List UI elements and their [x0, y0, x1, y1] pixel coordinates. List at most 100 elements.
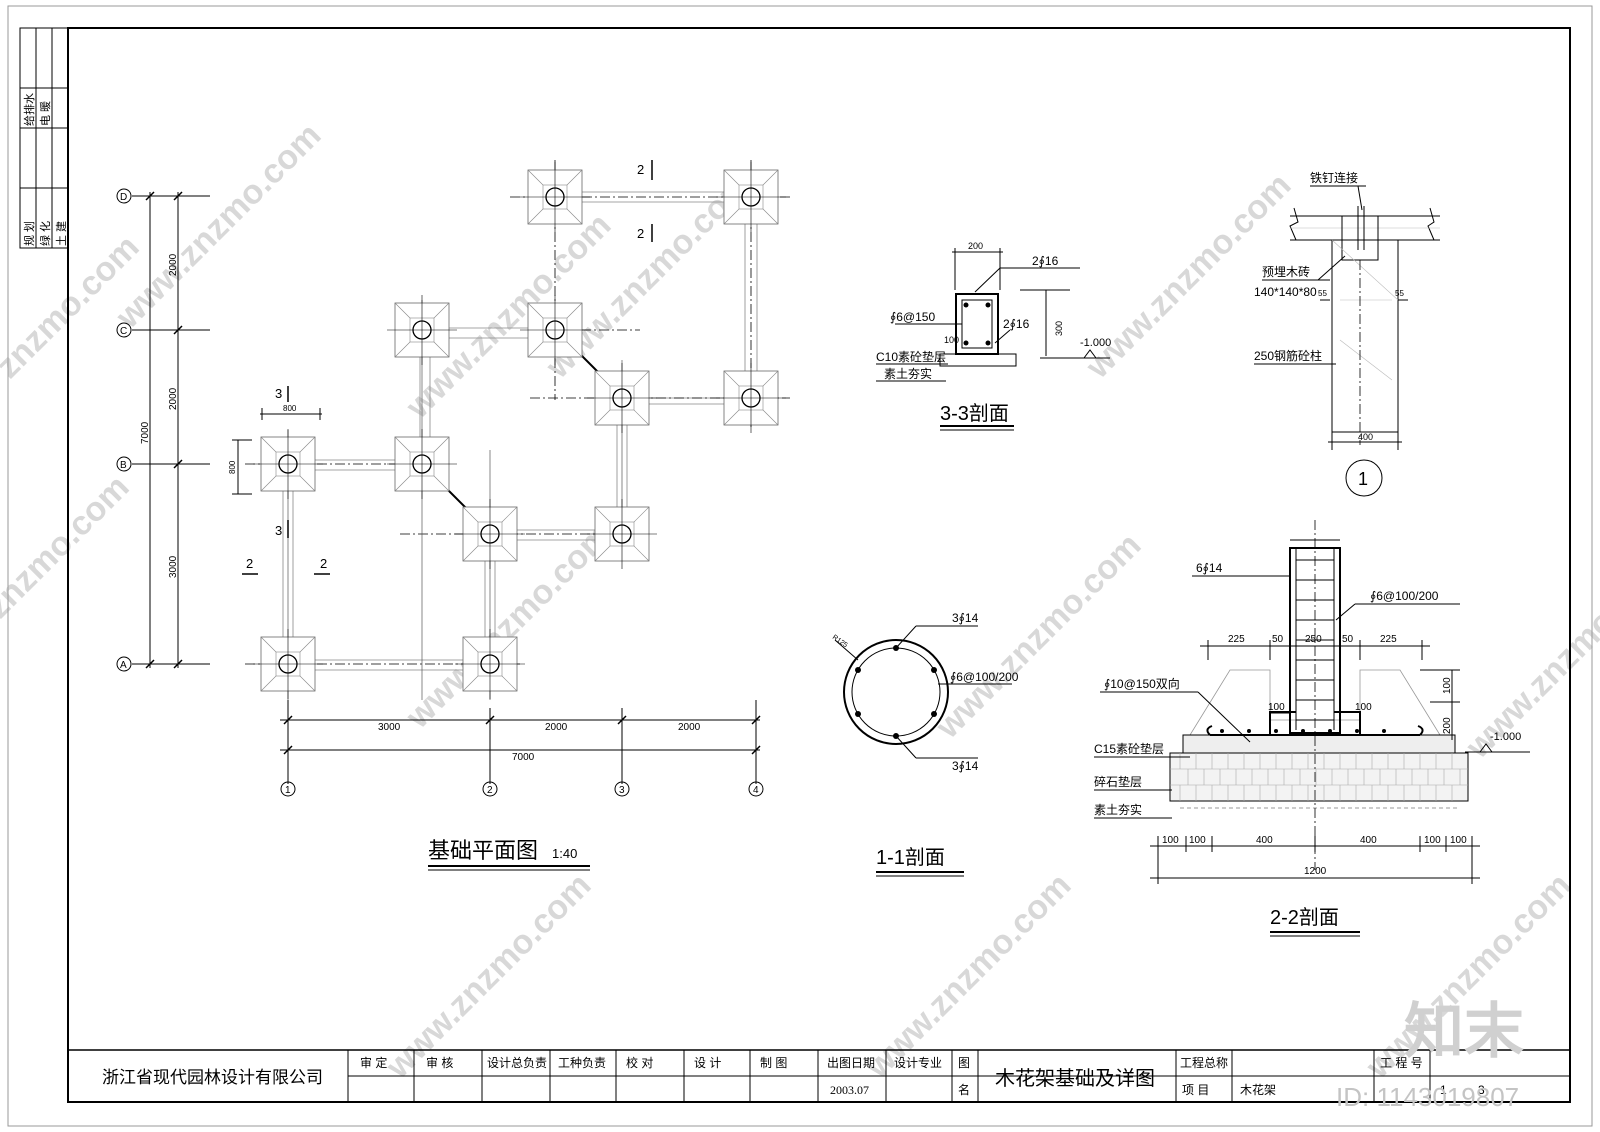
dim-text: 7000	[140, 421, 151, 444]
dim-text: 100	[1442, 677, 1453, 694]
section-title: 1-1剖面	[876, 846, 945, 869]
role-label: 设 计	[694, 1056, 721, 1070]
dim-text: 2000	[678, 722, 701, 733]
footing-pad	[455, 629, 525, 699]
layer-label: 素土夯实	[884, 366, 932, 381]
stirrup-label: ∮6@150	[890, 310, 935, 324]
stirrup-label: ∮6@100/200	[950, 670, 1019, 684]
project-total-label: 工程总称	[1180, 1055, 1228, 1070]
callout-label: 140*140*80	[1254, 285, 1317, 299]
title-block: 浙江省现代园林设计有限公司 审 定 审 核 设计总负责 工种负责 校 对 设 计…	[68, 1049, 1570, 1102]
dim-text: 400	[1256, 835, 1273, 846]
dim-text: 2000	[545, 722, 568, 733]
footing-pad	[716, 363, 786, 433]
layer-label: C15素砼垫层	[1094, 741, 1164, 756]
dim-text: 100	[1450, 835, 1467, 846]
pad-height: 800	[228, 460, 237, 474]
dim-text: 100	[1268, 702, 1285, 713]
axis-label-col: 4	[753, 785, 759, 796]
spec-label: 设计专业	[894, 1055, 942, 1070]
role-label: 审 核	[426, 1055, 453, 1070]
section-mark: 2	[246, 556, 253, 571]
dim-text: 225	[1380, 634, 1397, 645]
plan-title: 基础平面图	[428, 838, 538, 863]
callout-label: 250钢筋砼柱	[1254, 348, 1322, 363]
dim-text: 55	[1318, 289, 1327, 298]
section-title: 3-3剖面	[940, 402, 1009, 425]
detail-number: 1	[1358, 469, 1368, 489]
footing-pad	[587, 363, 657, 433]
sheet-number: 1	[1440, 1083, 1447, 1097]
dim-text: 2000	[168, 253, 179, 276]
pad-width: 800	[283, 404, 297, 413]
rebar-label: 6∮14	[1196, 561, 1223, 575]
dim-text: 100	[1189, 835, 1206, 846]
axis-label-row: A	[120, 660, 127, 671]
dim-text: 100	[1162, 835, 1179, 846]
dim-text: 200	[968, 241, 983, 251]
dim-text: 3000	[168, 555, 179, 578]
side-label: 规 划	[22, 221, 36, 246]
footing-pad	[455, 499, 525, 569]
section-2-2: 6∮14 ∮6@100/200 ∮10@150双向 225 50 250 50 …	[1094, 520, 1530, 937]
level-mark: -1.000	[1080, 337, 1111, 349]
side-label: 给排水	[22, 93, 36, 126]
drawing-frame	[67, 27, 1571, 1103]
dim-text: 2000	[168, 387, 179, 410]
watermark-text: www.znzmo.com	[928, 526, 1148, 746]
dim-text: 400	[1360, 835, 1377, 846]
sheet-border	[7, 5, 1593, 1127]
callout-label: 铁钉连接	[1310, 170, 1358, 185]
footing-pad	[253, 429, 323, 499]
section-mark: 3	[275, 523, 282, 538]
section-mark: 2	[637, 226, 644, 241]
side-label: 电 暖	[39, 101, 52, 126]
footing-pad	[253, 629, 323, 699]
dim-text: 300	[1054, 321, 1064, 336]
dim-text: 250	[1305, 634, 1322, 645]
dim-text: 400	[1358, 432, 1373, 442]
mesh-label: ∮10@150双向	[1104, 676, 1180, 691]
dim-text: 55	[1395, 289, 1404, 298]
date-label: 出图日期	[827, 1056, 875, 1070]
footing-pad	[587, 499, 657, 569]
dim-text: 7000	[512, 752, 535, 763]
project-label: 项 目	[1182, 1083, 1209, 1097]
company-name: 浙江省现代园林设计有限公司	[102, 1068, 323, 1087]
dim-text: 3000	[378, 722, 401, 733]
drawing-name-label: 图	[958, 1056, 970, 1070]
watermark-text: www.znzmo.com	[1458, 546, 1600, 766]
footing-pad	[520, 162, 590, 232]
watermark-text: www.znzmo.com	[378, 866, 598, 1086]
section-mark: 2	[320, 556, 327, 571]
axis-label-row: C	[120, 326, 127, 337]
footing-pad	[387, 295, 457, 365]
axis-label-row: D	[120, 192, 127, 203]
callout-label: 预埋木砖	[1262, 264, 1310, 279]
section-mark: 3	[275, 386, 282, 401]
rebar-top: 2∮16	[1032, 254, 1059, 268]
id-watermark: ID: 1143019807	[1336, 1082, 1519, 1112]
job-no-label: 工 程 号	[1380, 1055, 1423, 1070]
brand-watermark: 知末	[1404, 998, 1524, 1065]
drawing-name-label: 名	[958, 1082, 970, 1097]
project-value: 木花架	[1240, 1082, 1276, 1097]
section-3-3: 200 2∮16 2∮16 ∮6@150 100 300 -1.000 C10素…	[876, 241, 1111, 431]
role-label: 设计总负责	[487, 1056, 547, 1070]
stirrup-label: ∮6@100/200	[1370, 589, 1439, 603]
date-value: 2003.07	[830, 1083, 869, 1097]
dim-text: 200	[1442, 717, 1453, 734]
drawing-name: 木花架基础及详图	[995, 1067, 1155, 1090]
level-mark: -1.000	[1490, 731, 1521, 743]
layer-label: 碎石垫层	[1094, 774, 1142, 789]
dim-text: 50	[1342, 634, 1354, 645]
dim-text: 100	[1424, 835, 1441, 846]
dim-text: 100	[1355, 702, 1372, 713]
sheet-number: 3	[1478, 1083, 1485, 1097]
footing-pad	[716, 162, 786, 232]
watermark-text: www.znzmo.com	[108, 116, 328, 336]
watermark-text: www.znzmo.com	[858, 866, 1078, 1086]
axis-label-col: 3	[619, 785, 625, 796]
section-title: 2-2剖面	[1270, 906, 1339, 929]
dim-text: 225	[1228, 634, 1245, 645]
